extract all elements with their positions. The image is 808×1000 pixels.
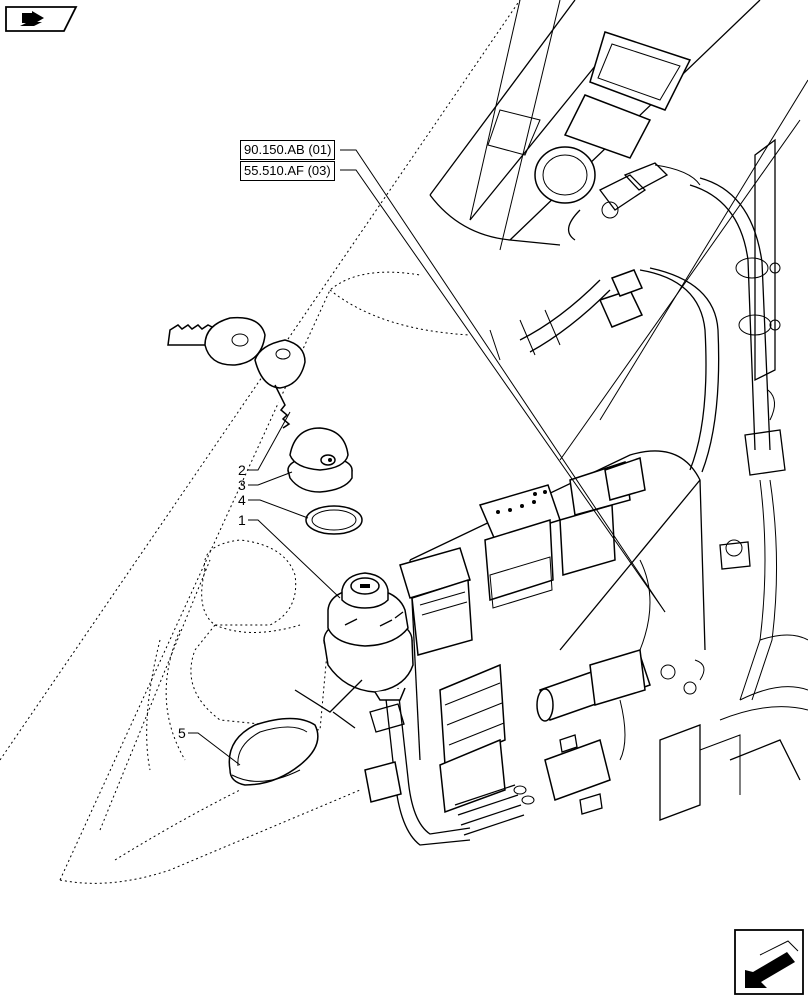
callout-numbers: 2 3 4 1 5 — [178, 462, 246, 741]
navigation-arrow-icon[interactable] — [734, 929, 804, 995]
switch-cap — [287, 427, 353, 493]
leader-lines — [188, 149, 666, 766]
callout-4: 4 — [238, 492, 246, 508]
reference-link-90-150-ab[interactable]: 90.150.AB (01) — [240, 140, 336, 160]
ignition-cable — [364, 687, 471, 846]
callout-1: 1 — [238, 512, 246, 528]
o-ring — [305, 505, 363, 535]
view-direction-icon[interactable] — [5, 6, 78, 32]
cable-band — [228, 717, 319, 786]
dashboard-console — [429, 0, 761, 246]
tractor-fender-outline — [0, 0, 808, 884]
gear-lever — [165, 539, 331, 761]
reference-link-55-510-af[interactable]: 55.510.AF (03) — [240, 161, 335, 181]
ignition-switch — [294, 572, 414, 729]
ignition-keys — [167, 316, 306, 429]
right-harness — [689, 138, 786, 701]
switch-panel — [399, 450, 808, 836]
callout-2: 2 — [238, 462, 246, 478]
callout-3: 3 — [238, 477, 246, 493]
main-wiring-harness — [489, 267, 720, 473]
callout-5: 5 — [178, 725, 186, 741]
